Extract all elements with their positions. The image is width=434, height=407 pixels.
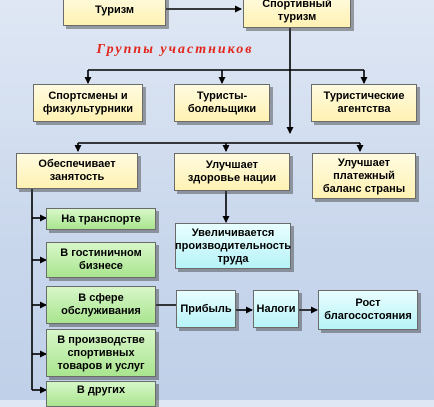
balance-box: Улучшает платежный баланс страны xyxy=(312,153,416,199)
sports-goods-box: В производстве спортивных товаров и услу… xyxy=(46,329,156,377)
service-label: В сфере обслуживания xyxy=(61,292,141,317)
profit-label: Прибыль xyxy=(180,302,232,315)
taxes-label: Налоги xyxy=(256,302,296,315)
other-box: В других xyxy=(46,381,156,407)
hotel-label: В гостиничном бизнесе xyxy=(60,247,142,272)
productivity-box: Увеличивается производительность труда xyxy=(175,223,291,269)
agencies-box: Туристические агентства xyxy=(311,84,417,122)
welfare-label: Рост благосостояния xyxy=(324,297,412,322)
health-box: Улучшает здоровье нации xyxy=(174,153,290,191)
fans-label: Туристы-болельщики xyxy=(187,90,257,115)
sports-goods-label: В производстве спортивных товаров и услу… xyxy=(57,333,145,372)
taxes-box: Налоги xyxy=(253,290,299,328)
productivity-label: Увеличивается производительность труда xyxy=(175,226,292,265)
welfare-box: Рост благосостояния xyxy=(318,290,418,330)
employment-label: Обеспечивает занятость xyxy=(38,158,116,183)
athletes-label: Спортсмены и физкультурники xyxy=(42,90,134,115)
employment-box: Обеспечивает занятость xyxy=(16,153,138,189)
tourism-label: Туризм xyxy=(94,3,135,16)
groups-title: Группы участников xyxy=(96,42,254,57)
sport-tourism-label: Спортивный туризм xyxy=(262,0,332,23)
health-label: Улучшает здоровье нации xyxy=(187,159,277,184)
other-label: В других xyxy=(76,384,126,396)
profit-box: Прибыль xyxy=(176,290,236,328)
athletes-box: Спортсмены и физкультурники xyxy=(33,84,143,122)
transport-label: На транспорте xyxy=(61,212,141,225)
hotel-box: В гостиничном бизнесе xyxy=(46,242,156,278)
fans-box: Туристы-болельщики xyxy=(174,84,270,122)
transport-box: На транспорте xyxy=(46,208,156,230)
sport-tourism-box: Спортивный туризм xyxy=(243,0,351,28)
service-box: В сфере обслуживания xyxy=(46,286,156,324)
agencies-label: Туристические агентства xyxy=(323,90,405,115)
balance-label: Улучшает платежный баланс страны xyxy=(322,156,406,195)
tourism-box: Туризм xyxy=(63,0,166,26)
